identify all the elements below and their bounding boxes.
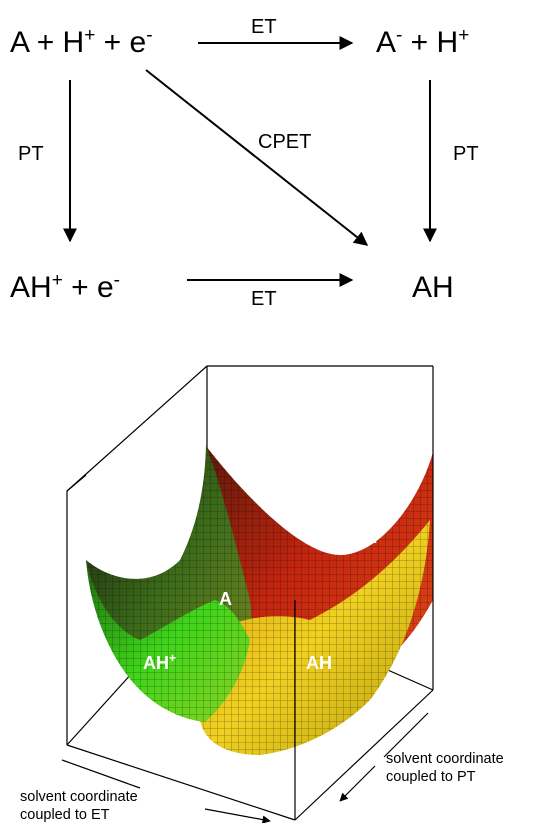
surface-label-a: A bbox=[219, 589, 232, 609]
species-top-left: A + H+ + e- bbox=[10, 25, 153, 59]
plot-box-front bbox=[66, 453, 434, 821]
axis-pt-tick bbox=[383, 712, 429, 758]
surface-label-a-minus: A- bbox=[364, 525, 381, 547]
reaction-scheme: A + H+ + e- A- + H+ AH+ + e- AH ET ET PT… bbox=[10, 16, 479, 310]
axis-et-tick bbox=[61, 759, 141, 789]
axis-et-arrow bbox=[204, 808, 271, 823]
species-bottom-right: AH bbox=[412, 271, 454, 304]
label-et-top: ET bbox=[251, 16, 277, 38]
axis-pt-arrow bbox=[339, 765, 376, 802]
species-bottom-left: AH+ + e- bbox=[10, 270, 120, 304]
axis-label-pt-line1: solvent coordinate bbox=[386, 751, 504, 767]
axis-label-et-line1: solvent coordinate bbox=[20, 789, 138, 805]
surface-label-ah: AH bbox=[306, 653, 332, 673]
surface-plot: A A- AH+ AH solvent coordinate coupled t… bbox=[20, 365, 504, 823]
axis-label-pt-line2: coupled to PT bbox=[386, 769, 476, 785]
label-pt-left: PT bbox=[18, 143, 44, 165]
surface-label-ah-plus: AH+ bbox=[143, 651, 176, 673]
label-et-bottom: ET bbox=[251, 288, 277, 310]
label-cpet: CPET bbox=[258, 131, 311, 153]
axis-label-et-line2: coupled to ET bbox=[20, 807, 110, 823]
species-top-right: A- + H+ bbox=[376, 25, 469, 59]
arrow-cpet bbox=[145, 69, 369, 246]
label-pt-right: PT bbox=[453, 143, 479, 165]
